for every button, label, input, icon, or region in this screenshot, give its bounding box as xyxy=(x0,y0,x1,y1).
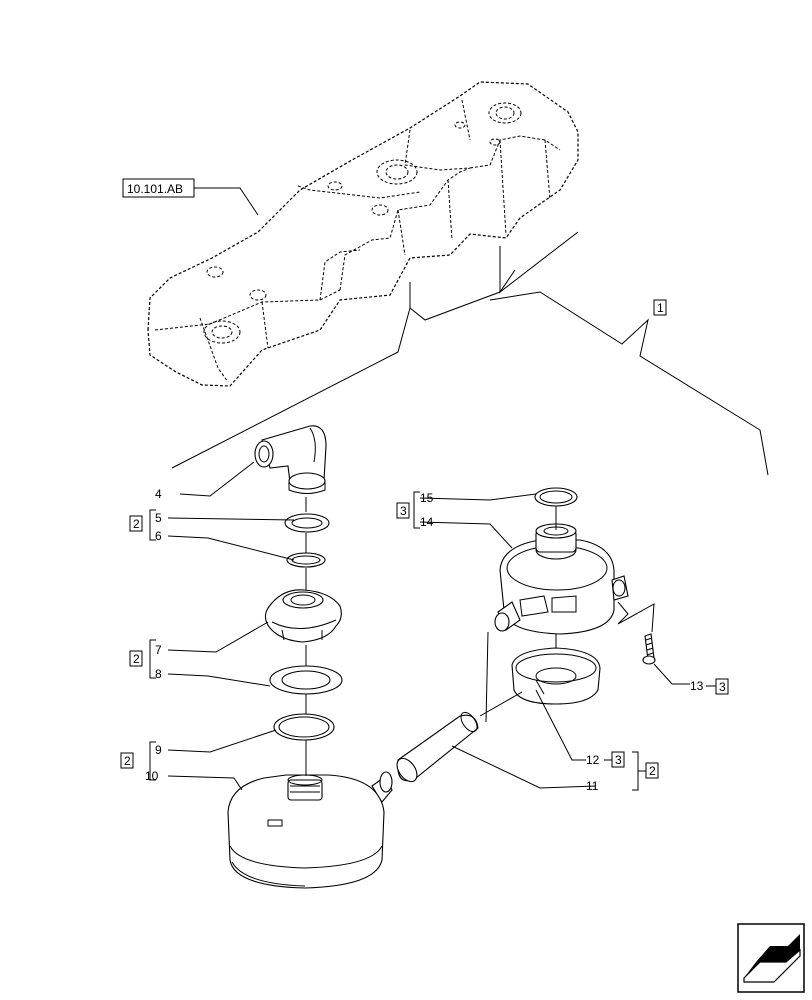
leader-7 xyxy=(167,621,269,653)
leader-10 xyxy=(167,775,243,791)
leader-12 xyxy=(535,689,586,761)
callout-2c[interactable]: 2 xyxy=(124,754,131,768)
bracket-9-10 xyxy=(149,741,156,781)
callout-7[interactable]: 7 xyxy=(155,643,162,657)
callout-2d-box[interactable] xyxy=(645,762,659,779)
oil-separator-body xyxy=(227,771,393,889)
bracket-7-8 xyxy=(149,639,156,679)
callout-2a[interactable]: 2 xyxy=(133,517,140,531)
leader-15 xyxy=(419,493,537,501)
callout-3a-box[interactable] xyxy=(396,502,410,519)
callout-3b[interactable]: 3 xyxy=(615,753,622,767)
callout-4[interactable]: 4 xyxy=(155,487,162,501)
gasket-8 xyxy=(269,665,343,695)
callout-1-box[interactable] xyxy=(653,299,667,316)
callout-15[interactable]: 15 xyxy=(420,491,434,505)
callout-2b-box[interactable] xyxy=(129,650,143,667)
screw xyxy=(642,633,656,665)
bracket-5-6 xyxy=(149,509,156,541)
cover-guide-line-right xyxy=(489,291,769,476)
bracket-11-12 xyxy=(632,751,639,791)
callout-2c-box[interactable] xyxy=(120,752,134,769)
hose xyxy=(396,711,479,783)
hose-guide-line xyxy=(479,631,523,723)
cover-guide-drop-2 xyxy=(499,246,516,294)
callout-3c[interactable]: 3 xyxy=(719,680,726,694)
reference-label-group: 10.101.AB xyxy=(122,178,259,216)
reference-leader xyxy=(194,187,259,216)
callout-13[interactable]: 13 xyxy=(690,679,704,693)
callout-10[interactable]: 10 xyxy=(145,769,159,783)
callout-2d[interactable]: 2 xyxy=(649,764,656,778)
callout-5[interactable]: 5 xyxy=(155,511,162,525)
cover-guide-line-left xyxy=(171,231,579,469)
leader-11 xyxy=(451,745,597,789)
next-page-arrow-icon[interactable] xyxy=(737,923,805,993)
leader-14 xyxy=(419,521,513,549)
leader-13 xyxy=(653,663,690,685)
valve-cover-outline xyxy=(147,81,579,387)
adapter-ring xyxy=(511,647,601,705)
leader-5 xyxy=(167,517,295,521)
callout-9[interactable]: 9 xyxy=(155,743,162,757)
leader-9 xyxy=(167,729,277,753)
elbow-fitting xyxy=(254,425,327,494)
reference-label[interactable]: 10.101.AB xyxy=(127,182,183,196)
callout-6[interactable]: 6 xyxy=(155,529,162,543)
ring-nut xyxy=(264,589,342,643)
callout-2b[interactable]: 2 xyxy=(133,652,140,666)
leader-4 xyxy=(179,461,255,497)
callout-14[interactable]: 14 xyxy=(420,515,434,529)
leader-8 xyxy=(167,673,271,687)
callout-1[interactable]: 1 xyxy=(657,301,664,315)
screw-guide xyxy=(617,601,655,633)
callout-8[interactable]: 8 xyxy=(155,667,162,681)
callout-12[interactable]: 12 xyxy=(586,753,600,767)
callout-3a[interactable]: 3 xyxy=(400,504,407,518)
callout-2a-box[interactable] xyxy=(129,515,143,532)
o-ring-5 xyxy=(284,513,330,533)
callout-11[interactable]: 11 xyxy=(586,779,599,793)
breather-valve xyxy=(494,523,629,635)
bracket-14-15 xyxy=(413,491,420,529)
leader-6 xyxy=(167,535,295,561)
o-ring-9 xyxy=(273,713,335,741)
